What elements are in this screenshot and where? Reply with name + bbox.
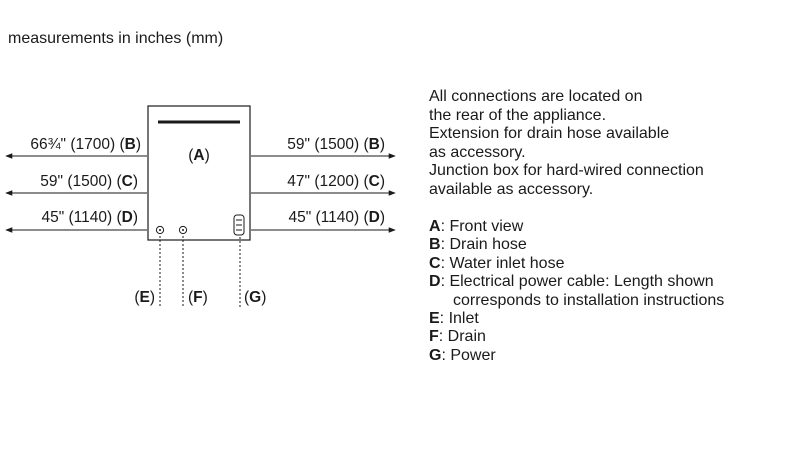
inlet-connector-icon xyxy=(155,225,165,235)
connection-notes: All connections are located on the rear … xyxy=(429,88,704,199)
left-dim-c-label: 59" (1500) (C) xyxy=(40,173,138,190)
connection-label-e: (E) xyxy=(134,289,155,306)
legend-key: B xyxy=(429,236,441,254)
note-line: the rear of the appliance. xyxy=(429,106,607,124)
legend-item-b: B: Drain hose xyxy=(429,236,724,254)
legend-text: : Water inlet hose xyxy=(440,254,565,272)
appliance-outline xyxy=(147,105,251,241)
note-line: All connections are located on xyxy=(429,88,643,105)
legend-key: A xyxy=(429,218,441,235)
connection-label-f: (F) xyxy=(188,289,208,306)
legend-key: E xyxy=(429,310,440,328)
left-dim-d-label: 45" (1140) (D) xyxy=(41,209,138,226)
legend-text: : Electrical power cable: Length shown xyxy=(440,273,714,291)
legend: A: Front view B: Drain hose C: Water inl… xyxy=(429,218,724,365)
connection-label-g: (G) xyxy=(244,289,266,306)
legend-key: D xyxy=(429,273,441,291)
legend-item-d: D: Electrical power cable: Length shown xyxy=(429,273,724,291)
legend-item-e: E: Inlet xyxy=(429,310,724,328)
diagram-heading: measurements in inches (mm) xyxy=(8,30,224,47)
legend-text: : Power xyxy=(441,346,496,364)
right-dim-c-label: 47" (1200) (C) xyxy=(287,173,385,190)
legend-item-g: G: Power xyxy=(429,347,724,365)
legend-item-c: C: Water inlet hose xyxy=(429,255,724,273)
legend-item-f: F: Drain xyxy=(429,328,724,346)
note-line: Extension for drain hose available xyxy=(429,125,670,142)
legend-text: : Drain hose xyxy=(440,236,527,254)
legend-key: C xyxy=(429,254,441,272)
note-line: as accessory. xyxy=(429,143,526,161)
legend-text: : Inlet xyxy=(439,310,479,328)
legend-key: G xyxy=(429,346,442,364)
note-line: available as accessory. xyxy=(429,180,594,198)
legend-key: F xyxy=(429,328,439,346)
power-connector-icon xyxy=(233,214,245,236)
right-dim-d-label: 45" (1140) (D) xyxy=(288,209,385,226)
legend-item-a: A: Front view xyxy=(429,218,724,236)
left-dim-b-label: 66¾" (1700) (B) xyxy=(30,136,141,153)
legend-text: : Drain xyxy=(438,328,486,346)
legend-item-d-continuation: corresponds to installation instructions xyxy=(453,291,725,309)
note-line: Junction box for hard-wired connection xyxy=(429,162,704,179)
right-dim-b-label: 59" (1500) (B) xyxy=(287,136,385,153)
legend-text: : Front view xyxy=(440,218,524,235)
appliance-label: (A) xyxy=(188,147,210,164)
drain-connector-icon xyxy=(178,225,188,235)
